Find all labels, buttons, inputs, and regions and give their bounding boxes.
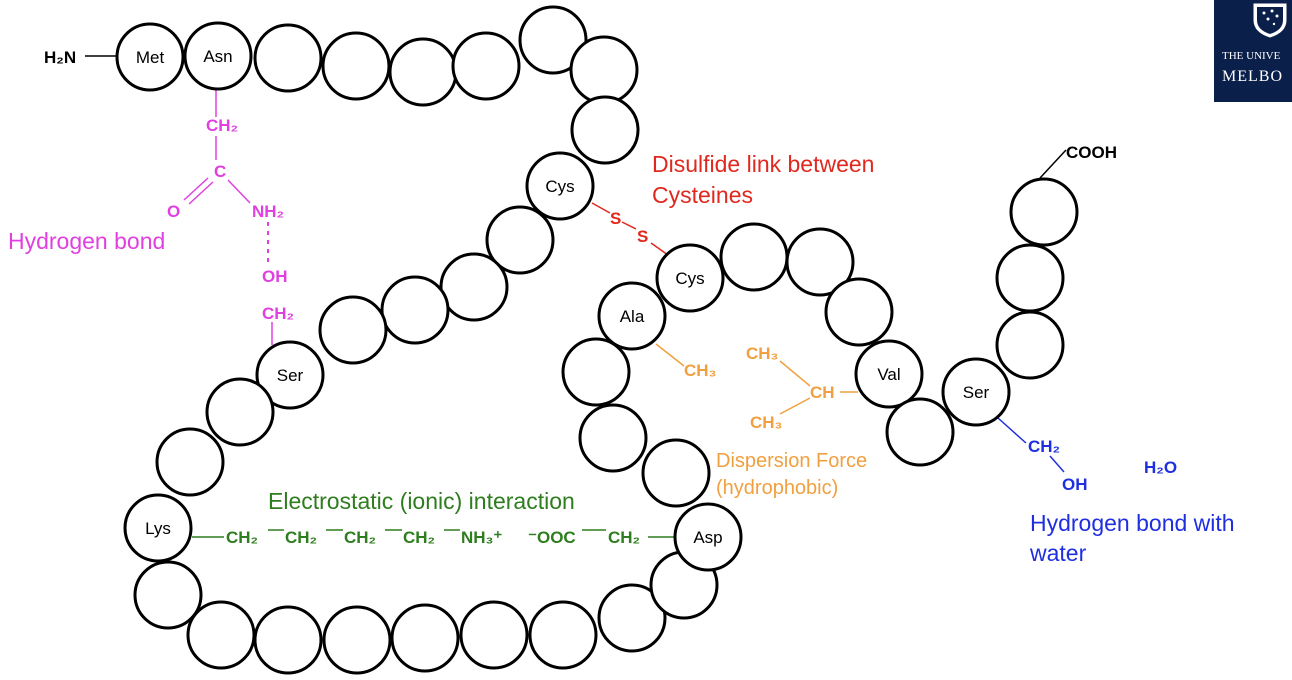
label-cys-1: Cys [545,177,574,196]
disulfide-label-line2: Cysteines [652,182,753,208]
residue [439,252,509,322]
residue-lys [123,493,193,563]
lys-ch2-4: CH₂ [403,528,435,547]
label-asn: Asn [203,47,232,66]
residue [253,23,323,93]
residue [186,600,256,670]
residue [318,295,388,365]
residue [885,397,955,467]
asn-ch2: CH₂ [206,116,238,135]
residue [205,377,275,447]
residue [561,337,631,407]
water-bond-label-line1: Hydrogen bond with [1030,510,1235,536]
logo-name-line2: MELBO [1222,68,1283,85]
ser-oh-water: OH [1062,475,1088,494]
label-ala: Ala [620,307,645,326]
residue-ala [597,281,667,351]
val-ch3-bottom: CH₃ [750,413,782,432]
lys-nh3-plus: NH₃⁺ [461,528,502,547]
hydrogen-bond-label: Hydrogen bond [8,228,165,254]
residue [322,605,392,675]
residue [390,603,460,673]
asn-oxygen: O [167,202,180,221]
residue [785,227,855,297]
asp-ch2: CH₂ [608,528,640,547]
label-ser-1: Ser [277,366,304,385]
label-asp: Asp [693,528,722,547]
peptide-backbone [115,5,1079,675]
ionic-chain-lines [192,529,680,538]
asn-carbon: C [214,162,226,181]
lys-ch2-3: CH₂ [344,528,376,547]
ala-ch3: CH₃ [684,361,716,380]
ser-ch2: CH₂ [262,304,294,323]
residue [641,438,711,508]
residue-cys-2 [655,243,725,313]
water-bond-label-line2: water [1029,540,1087,566]
residue [569,35,639,105]
val-ch3-top: CH₃ [746,344,778,363]
disulfide-bond-lines [591,202,669,256]
val-ch: CH [810,383,835,402]
residue-ser-2 [941,357,1011,427]
residue [824,277,894,347]
asn-nh2: NH₂ [252,202,284,221]
sulfur-1: S [610,209,621,228]
residue [995,310,1065,380]
logo-name-line1: THE UNIVE [1222,50,1281,62]
dispersion-label-line1: Dispersion Force [716,450,867,472]
lys-ch2-2: CH₂ [285,528,317,547]
ser-oh: OH [262,267,288,286]
residue-met [115,22,185,92]
residue-ser-1 [255,340,325,410]
residue [388,37,458,107]
label-ser-2: Ser [963,383,990,402]
label-val: Val [877,365,900,384]
residue [380,275,450,345]
c-terminus: COOH [1066,143,1117,162]
residue-asn [183,21,253,91]
residue [321,31,391,101]
ionic-label: Electrostatic (ionic) interaction [268,488,575,514]
residue [570,95,640,165]
residue [578,403,648,473]
ser-water-side-chain [997,417,1065,473]
water-molecule: H₂O [1144,458,1177,477]
residue [459,600,529,670]
ser-ch2-water: CH₂ [1028,437,1060,456]
disulfide-label-line1: Disulfide link between [652,151,874,177]
asp-carboxylate: ⁻OOC [528,528,576,547]
residue [133,560,203,630]
residue [995,243,1065,313]
university-logo: THE UNIVE MELBO [1214,0,1292,102]
asn-side-chain [183,88,273,345]
label-cys-2: Cys [675,269,704,288]
label-lys: Lys [145,519,171,538]
residue [597,583,667,653]
residue-asp [673,502,743,572]
sulfur-2: S [637,227,648,246]
residue-cys-1 [525,151,595,221]
crest-icon [1253,3,1287,38]
hydrophobic-side-chains [655,343,858,415]
lys-ch2-1: CH₂ [226,528,258,547]
residue [485,205,555,275]
residue [155,427,225,497]
dispersion-label-line2: (hydrophobic) [716,477,838,499]
residue-val [854,339,924,409]
residue [528,600,598,670]
residue [518,5,588,75]
label-met: Met [136,48,165,67]
n-terminus: H₂N [44,48,76,67]
residue [451,31,521,101]
residue [1009,177,1079,247]
residue [253,605,323,675]
c-terminus-bond [1039,149,1067,179]
residue [719,222,789,292]
